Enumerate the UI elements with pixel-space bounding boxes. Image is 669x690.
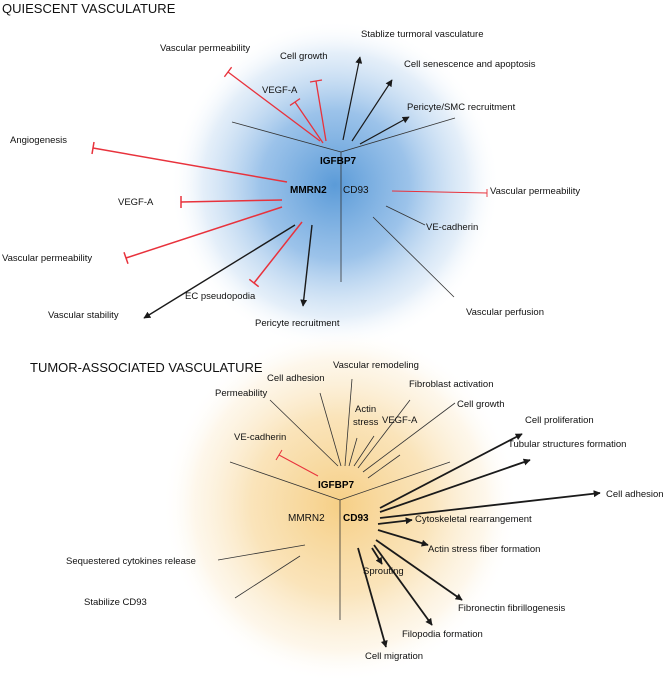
t-label-cell-migration: Cell migration bbox=[365, 651, 423, 662]
q-label-vascular-perfusion: Vascular perfusion bbox=[466, 307, 544, 318]
q-inhibit-vascular-permeability-right bbox=[391, 190, 488, 194]
t-label-sprouting: Sprouting bbox=[363, 566, 404, 577]
q-line-ve-cadherin bbox=[385, 205, 426, 226]
t-arrow-sprouting bbox=[371, 547, 383, 565]
q-hub-cd93: CD93 bbox=[343, 185, 369, 196]
t-line-cell-adhesion-top bbox=[319, 392, 342, 467]
t-label-permeability: Permeability bbox=[215, 388, 268, 399]
t-label-actin-line1: Actin bbox=[355, 404, 376, 415]
q-inhibit-bar bbox=[289, 98, 301, 106]
t-hub-cd93: CD93 bbox=[343, 513, 369, 524]
t-label-actin-stress-fiber: Actin stress fiber formation bbox=[428, 544, 540, 555]
t-label-ve-cadherin: VE-cadherin bbox=[234, 432, 286, 443]
q-label-vascular-permeability-right: Vascular permeability bbox=[490, 186, 580, 197]
q-label-angiogenesis: Angiogenesis bbox=[10, 135, 67, 146]
t-line-vascular-remodeling bbox=[344, 378, 353, 467]
t-arrow-tubular bbox=[379, 458, 531, 513]
t-inhibit-ve-cadherin bbox=[278, 454, 319, 477]
t-line-stabilize-cd93 bbox=[234, 555, 301, 599]
q-arrow-pericyte-recruitment bbox=[300, 224, 313, 307]
q-label-vegfa-left: VEGF-A bbox=[118, 197, 154, 208]
t-label-cell-growth: Cell growth bbox=[457, 399, 505, 410]
q-label-vascular-permeability-top: Vascular permeability bbox=[160, 43, 250, 54]
q-divider-left bbox=[231, 121, 342, 153]
q-arrow-vascular-stability bbox=[143, 224, 296, 319]
q-inhibit-bar bbox=[123, 252, 129, 264]
q-label-ec-pseudopodia: EC pseudopodia bbox=[185, 291, 256, 302]
q-label-pericyte-recruitment: Pericyte recruitment bbox=[255, 318, 340, 329]
t-label-cell-proliferation: Cell proliferation bbox=[525, 415, 594, 426]
tumor-panel: IGFBP7 MMRN2 CD93 Vascular remodeling Ce… bbox=[66, 360, 664, 662]
t-label-fibronectin: Fibronectin fibrillogenesis bbox=[458, 603, 565, 614]
t-divider-left bbox=[229, 461, 341, 501]
t-arrow-actin-stress-fiber bbox=[377, 529, 429, 547]
q-inhibit-bar bbox=[223, 66, 233, 78]
q-inhibit-ec-pseudopodia bbox=[253, 221, 303, 284]
q-inhibit-angiogenesis bbox=[92, 147, 288, 183]
q-arrow-pericyte-smc bbox=[359, 116, 410, 145]
q-label-vascular-stability: Vascular stability bbox=[48, 310, 119, 321]
quiescent-panel: IGFBP7 MMRN2 CD93 Stablize turmoral v bbox=[2, 29, 580, 329]
t-line-permeability bbox=[269, 399, 339, 467]
t-arrow-cytoskeletal bbox=[377, 517, 413, 525]
t-arrow-fibronectin bbox=[375, 539, 463, 601]
t-line-sequestered bbox=[217, 544, 306, 561]
t-label-cell-adhesion-top: Cell adhesion bbox=[267, 373, 325, 384]
t-label-vegfa: VEGF-A bbox=[382, 415, 418, 426]
q-inhibit-vegfa-top bbox=[294, 101, 324, 144]
q-arrow-senescence bbox=[351, 79, 393, 142]
quiescent-glow bbox=[170, 20, 500, 350]
q-label-senescence: Cell senescence and apoptosis bbox=[404, 59, 536, 70]
t-label-actin-line2: stress bbox=[353, 417, 379, 428]
t-hub-mmrn2: MMRN2 bbox=[288, 513, 325, 524]
q-inhibit-cell-growth bbox=[315, 80, 327, 142]
t-label-filopodia: Filopodia formation bbox=[402, 629, 483, 640]
t-arrow-cell-proliferation bbox=[379, 433, 523, 509]
t-label-tubular: Tubular structures formation bbox=[508, 439, 626, 450]
tumor-title: TUMOR-ASSOCIATED VASCULATURE bbox=[30, 360, 263, 375]
q-line-vascular-perfusion bbox=[372, 216, 455, 298]
t-hub-igfbp7: IGFBP7 bbox=[318, 480, 355, 491]
q-inhibit-vascular-permeability-top bbox=[227, 71, 321, 142]
q-label-cell-growth: Cell growth bbox=[280, 51, 328, 62]
q-label-ve-cadherin: VE-cadherin bbox=[426, 222, 478, 233]
q-inhibit-vegfa-left bbox=[180, 199, 283, 203]
t-arrow-cell-migration bbox=[357, 547, 388, 648]
t-line-extra bbox=[367, 454, 401, 479]
t-divider-right bbox=[339, 461, 451, 501]
q-hub-mmrn2: MMRN2 bbox=[290, 185, 327, 196]
t-label-fibroblast-activation: Fibroblast activation bbox=[409, 379, 493, 390]
q-label-vascular-permeability-left: Vascular permeability bbox=[2, 253, 92, 264]
q-hub-igfbp7: IGFBP7 bbox=[320, 156, 357, 167]
t-line-actin-stress bbox=[348, 437, 358, 467]
q-inhibit-bar bbox=[91, 141, 95, 155]
t-inhibit-bar bbox=[275, 449, 283, 461]
t-label-vascular-remodeling: Vascular remodeling bbox=[333, 360, 419, 371]
q-inhibit-bar bbox=[309, 79, 323, 83]
t-line-vegfa bbox=[353, 435, 375, 467]
quiescent-title: QUIESCENT VASCULATURE bbox=[2, 1, 176, 16]
q-arrow-stabilize-tumoral bbox=[342, 56, 363, 141]
t-line-fibroblast-activation bbox=[357, 399, 411, 469]
q-inhibit-bar bbox=[248, 278, 260, 288]
t-label-sequestered: Sequestered cytokines release bbox=[66, 556, 196, 567]
t-label-cytoskeletal: Cytoskeletal rearrangement bbox=[415, 514, 532, 525]
t-arrow-cell-adhesion-right bbox=[379, 490, 601, 519]
q-label-vegfa-top: VEGF-A bbox=[262, 85, 298, 96]
t-line-cell-growth bbox=[362, 402, 456, 473]
t-label-stabilize-cd93: Stabilize CD93 bbox=[84, 597, 147, 608]
q-label-pericyte-smc: Pericyte/SMC recruitment bbox=[407, 102, 516, 113]
t-arrow-filopodia bbox=[373, 544, 433, 626]
q-label-stabilize-tumoral: Stablize turmoral vasculature bbox=[361, 29, 484, 40]
q-divider-right bbox=[340, 117, 456, 153]
q-inhibit-vascular-permeability-left bbox=[125, 206, 283, 259]
t-label-cell-adhesion-right: Cell adhesion bbox=[606, 489, 664, 500]
